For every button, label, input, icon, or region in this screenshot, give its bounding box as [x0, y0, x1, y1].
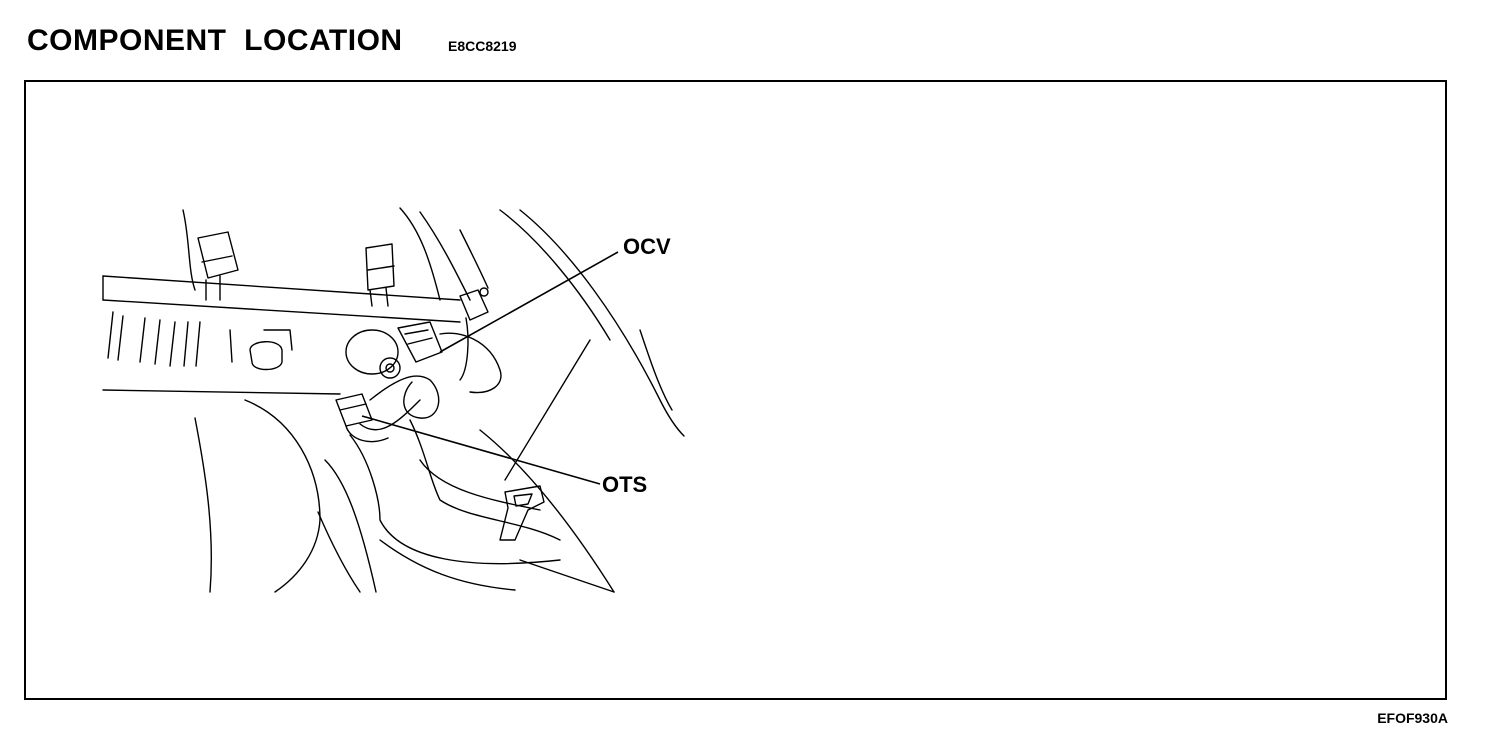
figure-code: EFOF930A: [1377, 710, 1448, 726]
ocv-label: OCV: [623, 234, 671, 259]
page-title: COMPONENT LOCATION: [27, 24, 403, 57]
document-code: E8CC8219: [448, 38, 517, 54]
figure-frame: [24, 80, 1447, 700]
ots-label: OTS: [602, 472, 647, 497]
